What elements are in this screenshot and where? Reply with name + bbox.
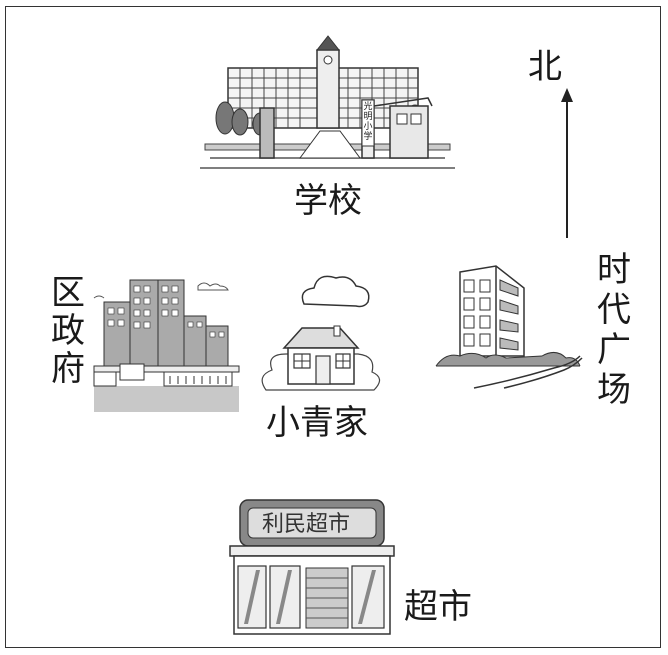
north-arrow-icon [561,88,573,238]
xiaoqing-home-label: 小青家 [266,403,368,443]
supermarket-store-icon [229,499,395,635]
tower-building-icon [435,265,583,389]
office-buildings-icon [93,268,240,412]
house-icon [261,275,381,391]
diagram-frame [5,6,661,648]
north-label: 北 [528,47,562,87]
school-sign-text: 光明小学 [363,102,373,142]
supermarket-label: 超市 [404,587,472,627]
school-label: 学校 [294,181,362,221]
school-building-icon [200,35,455,169]
district-government-label: 区政府 [51,273,85,389]
supermarket-sign-text: 利民超市 [262,512,351,537]
times-square-label: 时代广场 [597,250,631,410]
